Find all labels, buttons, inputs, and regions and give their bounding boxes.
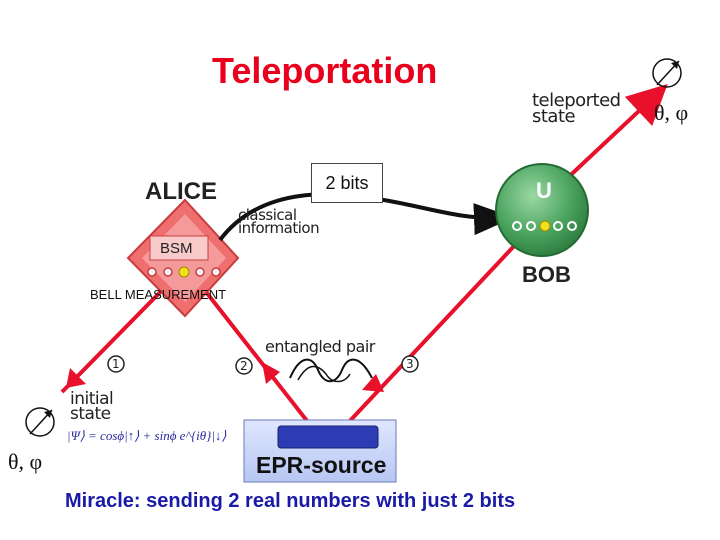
marker-3-text: 3	[406, 357, 414, 371]
state-circle-left	[25, 407, 55, 437]
bob-unitary-device	[495, 163, 589, 257]
unitary-u-label: U	[536, 178, 552, 203]
arrow-1	[66, 368, 86, 388]
beam-arrowheads	[66, 362, 384, 392]
marker-2	[235, 357, 253, 375]
beam-bob-to-teleported	[558, 84, 668, 187]
bob-label: BOB	[522, 262, 571, 287]
alice-label: ALICE	[145, 178, 217, 205]
marker-3	[401, 355, 419, 373]
entangled-pair-label: entangled pair	[265, 337, 375, 356]
initial-state-label: initial state	[70, 389, 114, 424]
caption: Miracle: sending 2 real numbers with jus…	[65, 490, 516, 512]
beam-epr-to-alice	[190, 272, 324, 442]
marker-1	[107, 355, 125, 373]
bell-measurement-label: BELL MEASUREMENT	[90, 287, 227, 302]
state-circle-right	[652, 58, 682, 88]
epr-source-device	[243, 419, 397, 483]
marker-2-text: 2	[240, 359, 248, 373]
arrow-3	[362, 374, 384, 392]
alice-bsm-device	[126, 198, 240, 318]
epr-source-label: EPR-source	[256, 452, 387, 478]
page-title: Teleportation	[212, 50, 438, 91]
classical-information-label: classical information	[238, 206, 320, 238]
state-formula: |Ψ⟩ = cosϕ|↑⟩ + sinϕ e^{iθ}|↓⟩	[67, 428, 227, 443]
classical-bits-box: 2 bits	[311, 163, 383, 203]
teleported-state-label: teleported state	[532, 90, 621, 127]
angles-left: θ, φ	[8, 449, 43, 474]
step-markers: 1 2 3	[107, 355, 419, 375]
arrow-2	[262, 362, 280, 384]
entangled-wave	[289, 358, 373, 383]
beam-epr-to-bob	[330, 243, 517, 442]
marker-1-text: 1	[112, 357, 120, 371]
angles-right: θ, φ	[654, 100, 689, 125]
entangled-wave-2	[297, 365, 351, 383]
bsm-label: BSM	[160, 240, 193, 257]
